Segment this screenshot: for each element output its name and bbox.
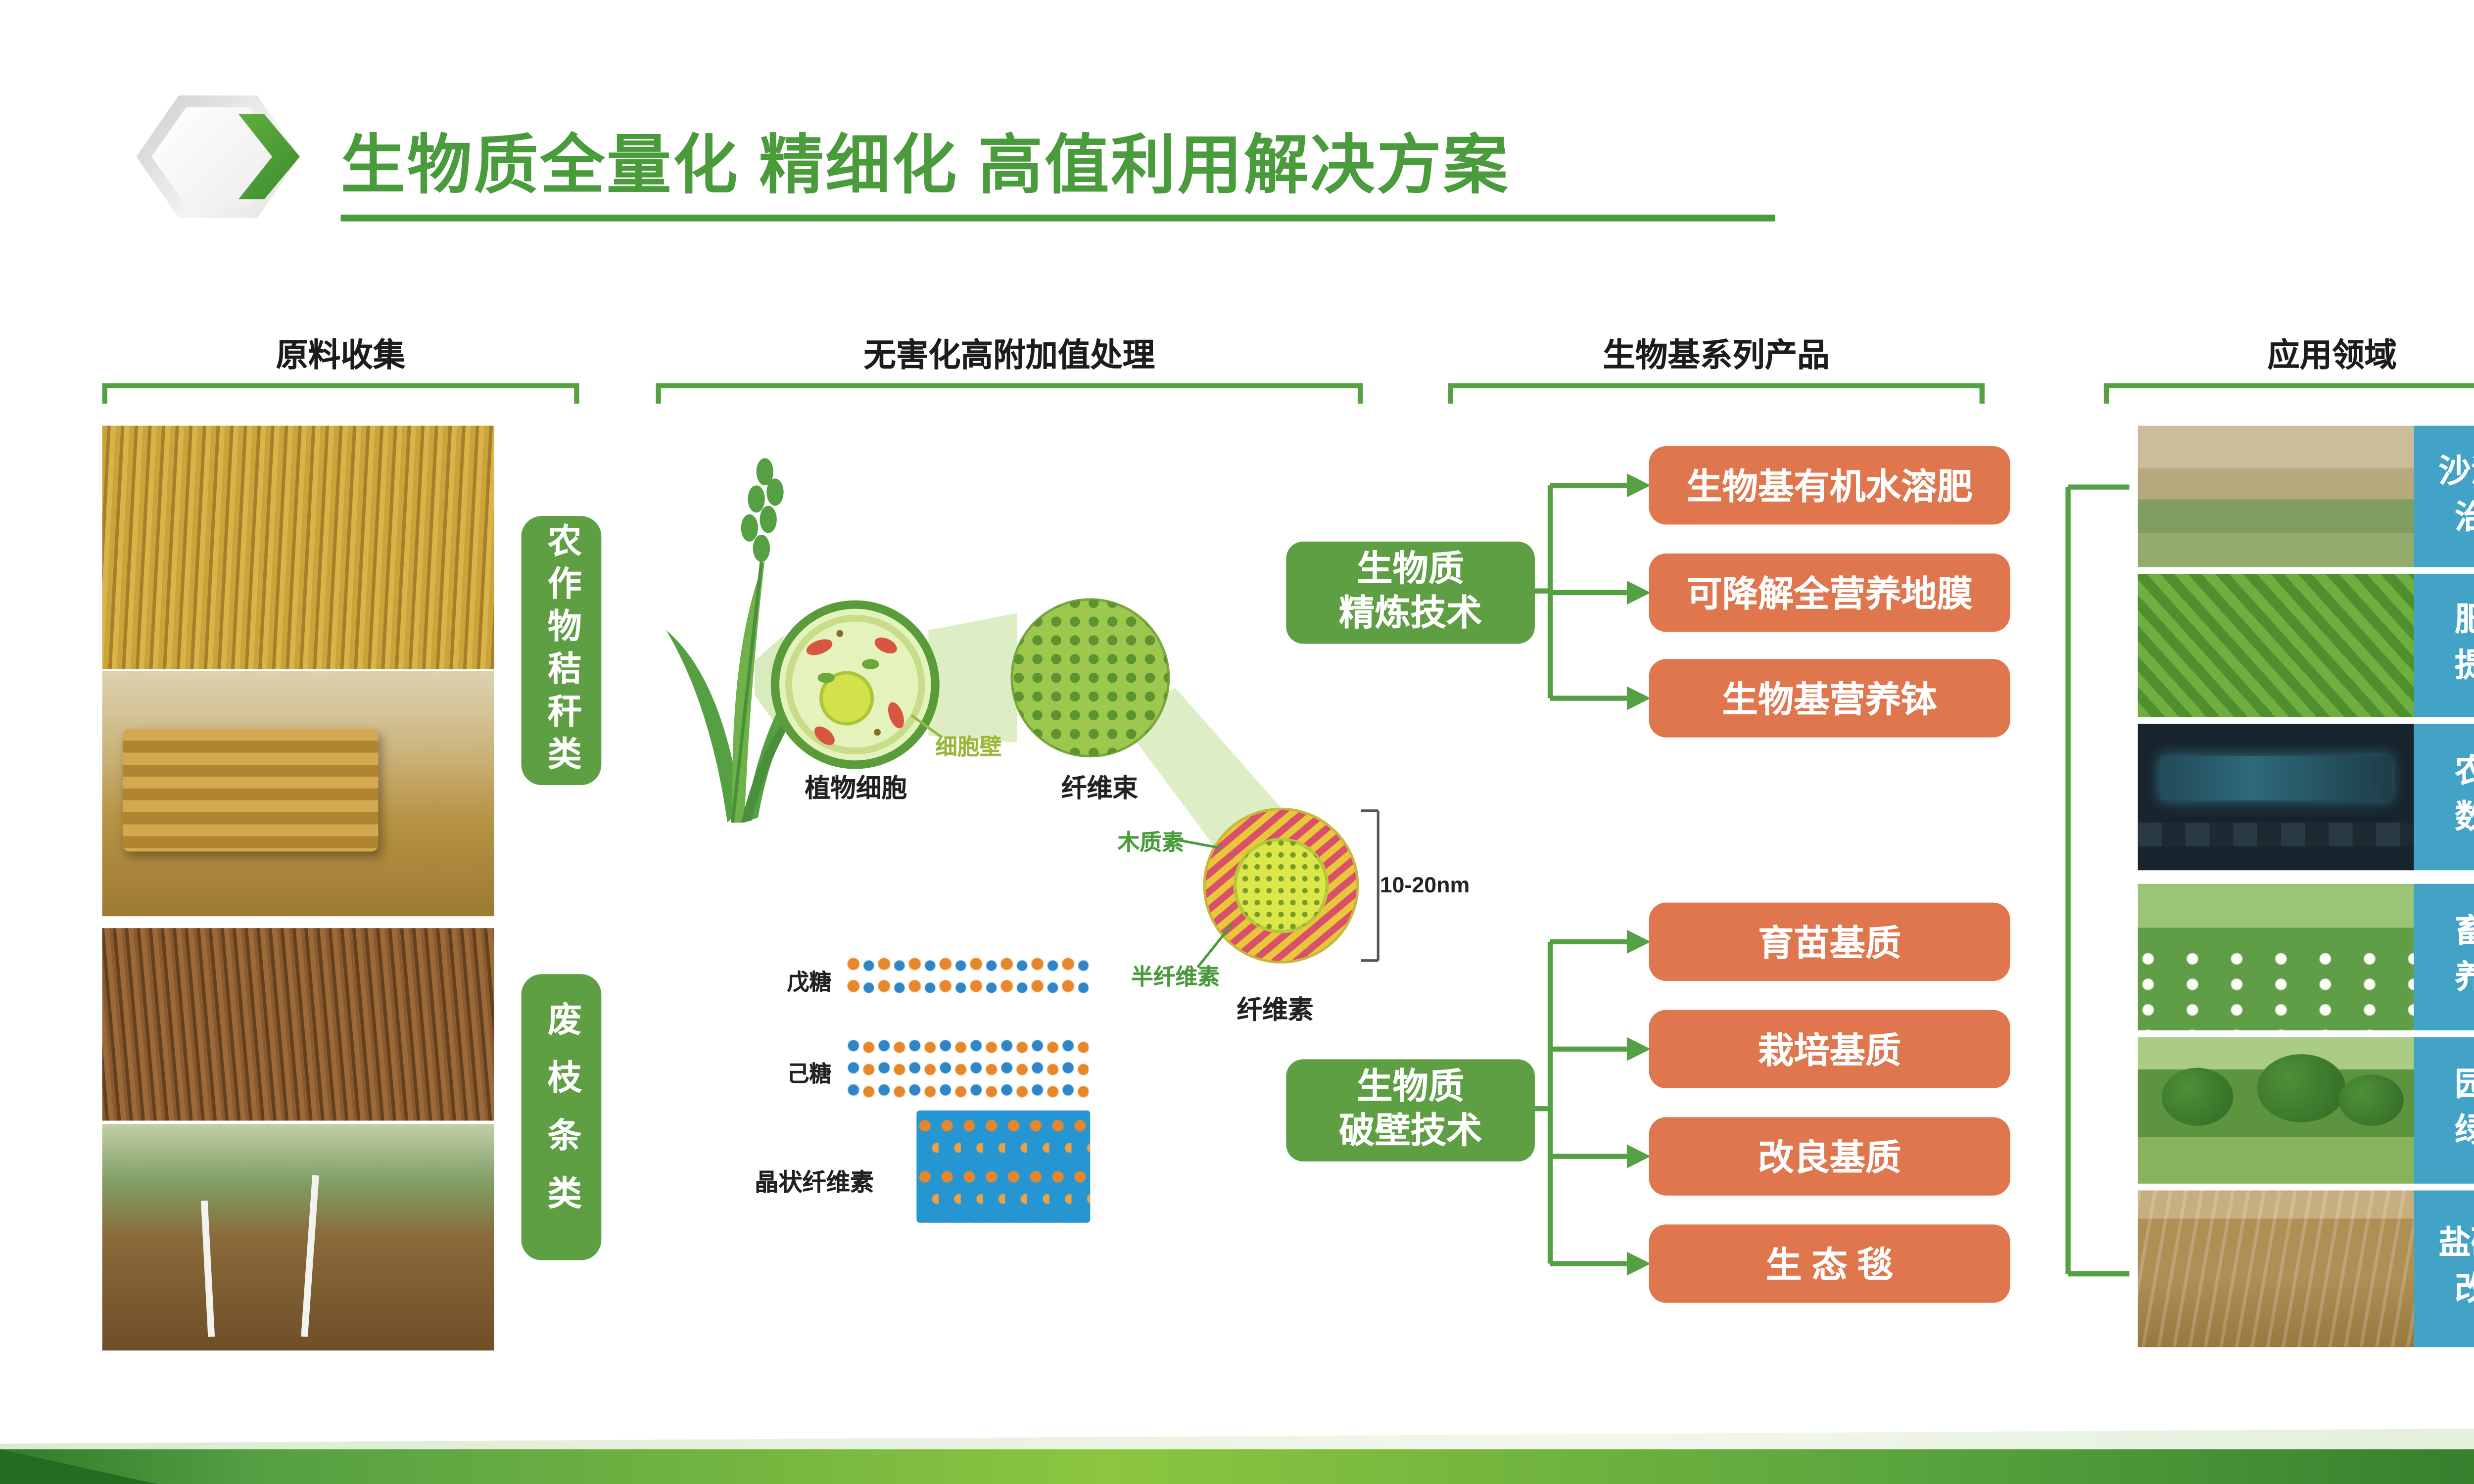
app-label-livestock: 畜牧 养殖 [2414,883,2474,1030]
app-label-desertification: 沙漠化 治理 [2414,425,2474,567]
fiber-size-label: 10-20nm [1380,872,1470,898]
hexose-label: 己糖 [787,1061,832,1087]
title-hexagon-icon [136,95,300,218]
bracket-products [1448,383,1985,404]
straw-bales-photo [102,671,494,917]
trellis-pole [200,1201,215,1337]
product-button-seedling-substrate: 育苗基质 [1649,902,2010,981]
product-button-eco-blanket: 生 态 毯 [1649,1224,2010,1303]
size-dimension-bracket [1361,809,1380,962]
data-screen [2160,756,2392,800]
hemicellulose-leader-line [1196,924,1233,969]
lignin-leader-line [1175,838,1222,850]
fiber-cross-section-illustration [1203,807,1359,964]
waste-branches-photo [102,928,494,1121]
product-button-improvement-substrate: 改良基质 [1649,1117,2010,1196]
product-button-nutrient-pot: 生物基营养钵 [1649,659,2010,738]
applications-bracket-connector [2065,484,2130,1277]
section-title-products: 生物基系列产品 [1603,339,1830,375]
livestock-photo [2138,883,2414,1030]
app-label-saline-soil: 盐碱地 改良 [2414,1190,2474,1347]
process-diagram [666,458,1380,969]
category-label-waste-branches: 废枝条类 [521,974,602,1260]
crystalline-cellulose-diagram [916,1110,1091,1223]
bracket-applications [2103,383,2474,404]
app-label-fertility: 肥力 提升 [2414,574,2474,717]
product-button-degradable-mulch-film: 可降解全营养地膜 [1649,553,2010,632]
section-title-raw-material: 原料收集 [276,339,406,375]
category-label-crop-straw: 农作物秸秆类 [521,516,602,786]
plant-cell-label: 植物细胞 [805,775,907,804]
bracket-raw-material [102,383,579,404]
tree [2257,1054,2346,1122]
fiber-bundle-illustration [1010,598,1170,758]
section-title-applications: 应用领域 [2267,339,2397,375]
cell-wall-label: 细胞壁 [935,734,1002,760]
cellulose-label: 纤维素 [1237,996,1314,1025]
control-desk [2138,823,2414,847]
tech-box-refining: 生物质 精炼技术 [1286,541,1535,644]
app-label-landscaping: 园林 绿化 [2414,1037,2474,1184]
agriculture-data-photo [2138,724,2414,871]
trellis-pole [301,1175,319,1337]
zoom-beam [928,613,1017,743]
landscaping-photo [2138,1037,2414,1184]
pentose-label: 戊糖 [787,969,832,995]
straw-bale [122,729,379,852]
fertility-photo [2138,574,2414,717]
footer-green-bar [0,1449,2474,1484]
title-underline [340,214,1775,222]
tree [2161,1067,2234,1126]
lignin-label: 木质素 [1117,829,1184,855]
page-title: 生物质全量化 精细化 高值利用解决方案 [340,131,1510,203]
hexose-molecule-diagram [847,1035,1089,1104]
app-label-agriculture-data: 农业 数据 [2414,724,2474,871]
hemicellulose-label: 半纤维素 [1131,964,1220,990]
plant-illustration [666,458,823,823]
orchard-branches-photo [102,1124,494,1351]
corn-stalks-photo [102,425,494,670]
desertification-photo [2138,425,2414,567]
tech-box-wall-breaking: 生物质 破壁技术 [1286,1059,1535,1161]
bracket-processing [656,383,1363,404]
fiber-bundle-label: 纤维束 [1061,775,1138,804]
product-connectors [1533,473,1651,1276]
plant-cell-illustration [770,600,940,769]
product-button-cultivation-substrate: 栽培基质 [1649,1010,2010,1088]
product-button-water-soluble-fertilizer: 生物基有机水溶肥 [1649,446,2010,525]
section-title-processing: 无害化高附加值处理 [863,339,1155,375]
crystalline-cellulose-label: 晶状纤维素 [755,1168,874,1196]
cell-wall-leader-line [910,714,943,739]
pentose-molecule-diagram [847,953,1089,998]
tree [2338,1074,2404,1126]
saline-soil-photo [2138,1190,2414,1347]
